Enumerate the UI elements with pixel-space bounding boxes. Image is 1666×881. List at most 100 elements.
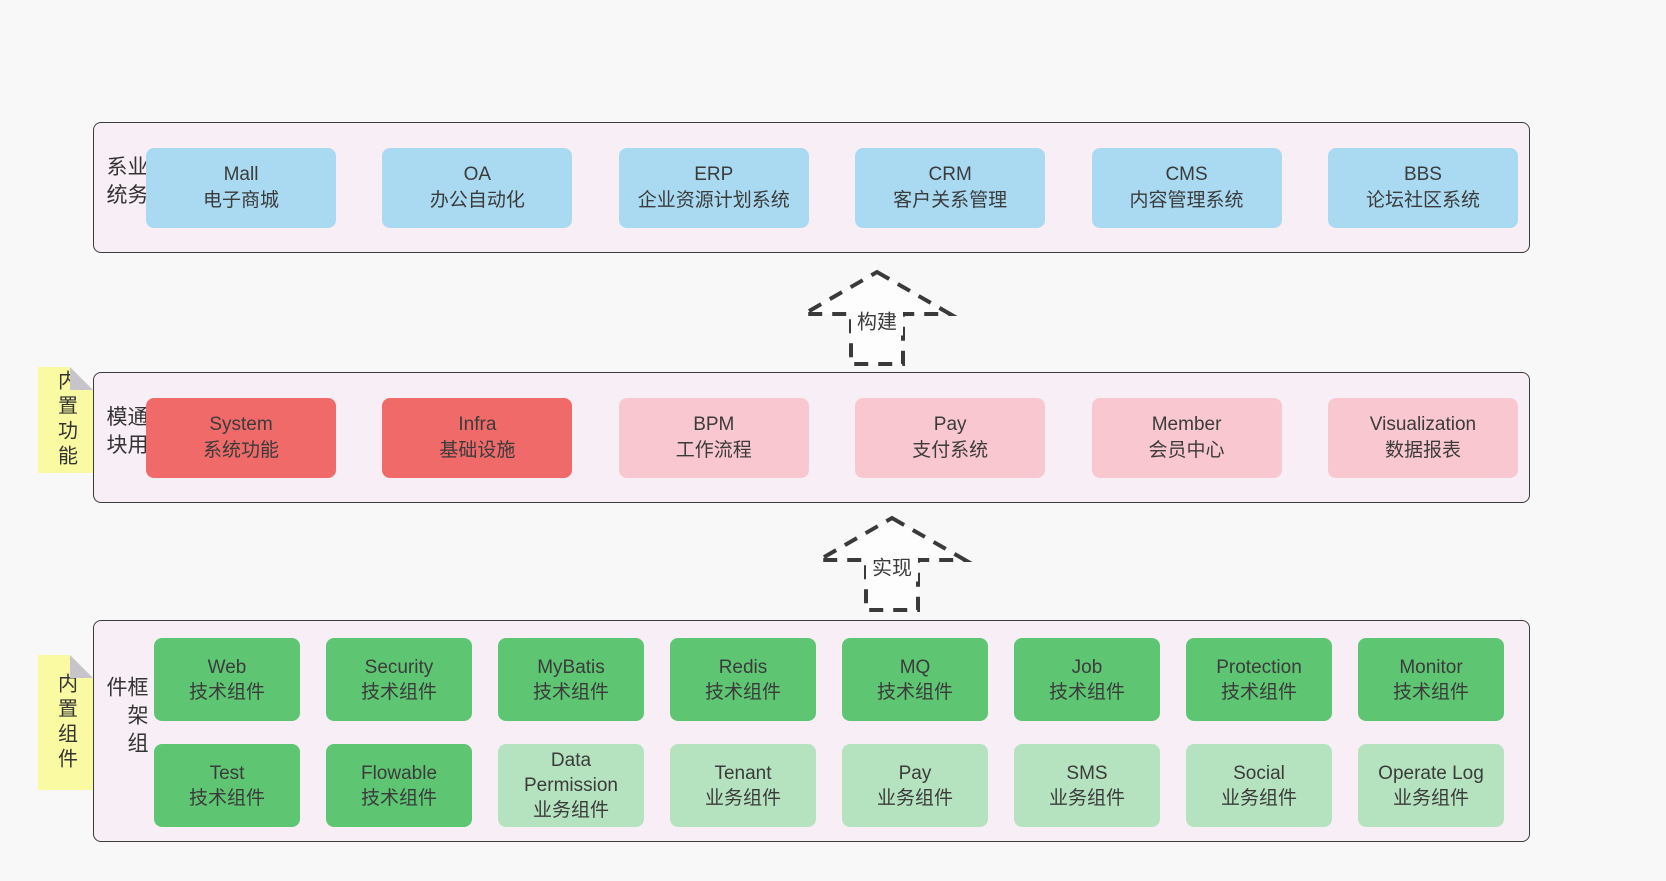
box-infra: Infra 基础设施 [382,397,573,478]
box-name: CRM [928,163,972,185]
business-systems-row: Mall 电子商城 OA 办公自动化 ERP 企业资源计划系统 CRM 客户关系… [146,147,1518,228]
box-subtitle: 技术组件 [704,681,781,703]
box-name: Mall [223,163,259,185]
box-bpm: BPM 工作流程 [618,397,809,478]
box-name: CMS [1165,163,1208,185]
box-job: Job 技术组件 [1014,638,1160,721]
box-name: BBS [1403,163,1442,185]
box-subtitle: 技术组件 [876,681,953,703]
framework-row-1: Web 技术组件 Security 技术组件 MyBatis 技术组件 Redi… [154,638,1504,721]
built-in-features-note: 内置功能 [38,367,93,473]
box-name: Job [1071,656,1103,678]
box-subtitle: 内容管理系统 [1129,189,1244,211]
common-modules-label: 通用模块 [104,405,148,462]
box-subtitle: 企业资源计划系统 [637,189,790,211]
box-flowable: Flowable 技术组件 [326,744,472,827]
built-in-features-note-label: 内置功能 [54,370,77,470]
box-protection: Protection 技术组件 [1186,638,1332,721]
box-subtitle: 业务组件 [704,787,781,809]
box-visualization: Visualization 数据报表 [1327,397,1518,478]
box-subtitle: 技术组件 [532,681,609,703]
box-name: Web [207,656,247,678]
implement-arrow: 实现 [805,512,979,616]
built-in-components-note: 内置组件 [38,655,93,790]
box-name: Social [1233,762,1285,784]
box-subtitle: 技术组件 [360,681,437,703]
box-subtitle: 技术组件 [1220,681,1297,703]
box-mall: Mall 电子商城 [146,147,336,228]
box-crm: CRM 客户关系管理 [855,147,1046,228]
box-test: Test 技术组件 [154,744,300,827]
build-arrow-label: 构建 [851,304,903,336]
folded-corner-icon [70,367,93,390]
box-erp: ERP 企业资源计划系统 [618,147,809,228]
business-systems-label: 业务系统 [104,155,148,212]
box-name: ERP [694,163,734,185]
box-subtitle: 业务组件 [1392,787,1469,809]
box-subtitle: 技术组件 [1048,681,1125,703]
box-subtitle: 论坛社区系统 [1365,189,1480,211]
box-mq: MQ 技术组件 [842,638,988,721]
box-operate-log: Operate Log 业务组件 [1358,744,1504,827]
box-subtitle: 业务组件 [1220,787,1297,809]
box-subtitle: 电子商城 [202,189,279,211]
folded-corner-icon [70,655,93,678]
box-name: SMS [1066,762,1108,784]
box-name: MyBatis [537,656,605,678]
box-name: Infra [458,413,497,435]
box-subtitle: 技术组件 [188,787,265,809]
box-subtitle: 支付系统 [912,439,989,461]
box-name: MQ [899,656,931,678]
box-name: Tenant [714,762,772,784]
box-name: Redis [718,656,768,678]
framework-components-label: 框架组件 [104,676,148,760]
box-sms: SMS 业务组件 [1014,744,1160,827]
box-security: Security 技术组件 [326,638,472,721]
box-name: Security [364,656,434,678]
box-monitor: Monitor 技术组件 [1358,638,1504,721]
box-subtitle: 技术组件 [360,787,437,809]
box-redis: Redis 技术组件 [670,638,816,721]
box-name: System [209,413,273,435]
framework-row-2: Test 技术组件 Flowable 技术组件 Data Permission … [154,744,1504,827]
box-mybatis: MyBatis 技术组件 [498,638,644,721]
common-modules-row: System 系统功能 Infra 基础设施 BPM 工作流程 Pay 支付系统… [146,397,1518,478]
box-name: Monitor [1399,656,1463,678]
box-subtitle: 办公自动化 [429,189,525,211]
box-tenant: Tenant 业务组件 [670,744,816,827]
box-subtitle: 系统功能 [202,439,279,461]
box-subtitle: 业务组件 [532,800,609,821]
box-subtitle: 工作流程 [675,439,752,461]
box-web: Web 技术组件 [154,638,300,721]
box-system: System 系统功能 [146,397,336,478]
box-cms: CMS 内容管理系统 [1091,147,1282,228]
box-name: Flowable [360,762,438,784]
box-pay-module: Pay 支付系统 [855,397,1046,478]
box-name: Operate Log [1378,762,1484,784]
box-name: Member [1151,413,1222,435]
box-subtitle: 技术组件 [1392,681,1469,703]
box-subtitle: 基础设施 [439,439,516,461]
business-systems-panel: 业务系统 Mall 电子商城 OA 办公自动化 ERP 企业资源计划系统 CRM… [93,122,1530,253]
box-pay-component: Pay 业务组件 [842,744,988,827]
box-subtitle: 会员中心 [1148,439,1225,461]
framework-components-panel: 框架组件 Web 技术组件 Security 技术组件 MyBatis 技术组件… [93,620,1530,842]
box-name: BPM [693,413,735,435]
implement-arrow-label: 实现 [866,550,918,582]
box-name: Protection [1216,656,1302,678]
box-name: Data Permission [524,750,618,796]
box-subtitle: 技术组件 [188,681,265,703]
box-name: Pay [898,762,932,784]
box-bbs: BBS 论坛社区系统 [1327,147,1518,228]
box-subtitle: 业务组件 [1048,787,1125,809]
box-subtitle: 业务组件 [876,787,953,809]
box-social: Social 业务组件 [1186,744,1332,827]
box-subtitle: 数据报表 [1384,439,1461,461]
box-data-permission: Data Permission 业务组件 [498,744,644,827]
build-arrow: 构建 [790,266,964,370]
built-in-components-note-label: 内置组件 [54,672,77,773]
box-name: Pay [933,413,967,435]
common-modules-panel: 通用模块 System 系统功能 Infra 基础设施 BPM 工作流程 Pay… [93,372,1530,503]
box-name: Test [209,762,245,784]
